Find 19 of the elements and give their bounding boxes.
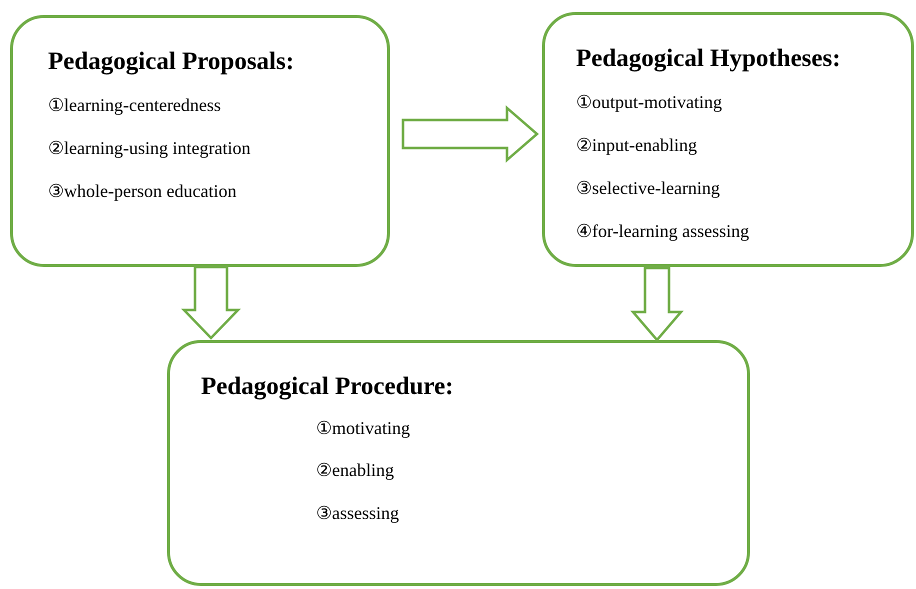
block-arrow bbox=[402, 105, 539, 163]
list-item: ③assessing bbox=[316, 502, 399, 524]
list-item: ①learning-centeredness bbox=[48, 94, 221, 116]
list-item: ②enabling bbox=[316, 459, 394, 481]
box-heading: Pedagogical Hypotheses: bbox=[576, 45, 841, 73]
box-heading: Pedagogical Proposals: bbox=[48, 48, 294, 76]
list-item: ④for-learning assessing bbox=[576, 220, 750, 242]
list-item: ②learning-using integration bbox=[48, 137, 250, 159]
list-item: ③selective-learning bbox=[576, 177, 720, 199]
list-item: ①output-motivating bbox=[576, 91, 722, 113]
block-arrow bbox=[630, 266, 684, 342]
box-heading: Pedagogical Procedure: bbox=[201, 373, 454, 401]
list-item: ①motivating bbox=[316, 417, 410, 439]
rounded-box bbox=[542, 12, 914, 267]
rounded-box bbox=[167, 340, 750, 586]
list-item: ③whole-person education bbox=[48, 180, 236, 202]
rounded-box bbox=[10, 15, 390, 267]
block-arrow bbox=[181, 266, 241, 340]
list-item: ②input-enabling bbox=[576, 134, 697, 156]
